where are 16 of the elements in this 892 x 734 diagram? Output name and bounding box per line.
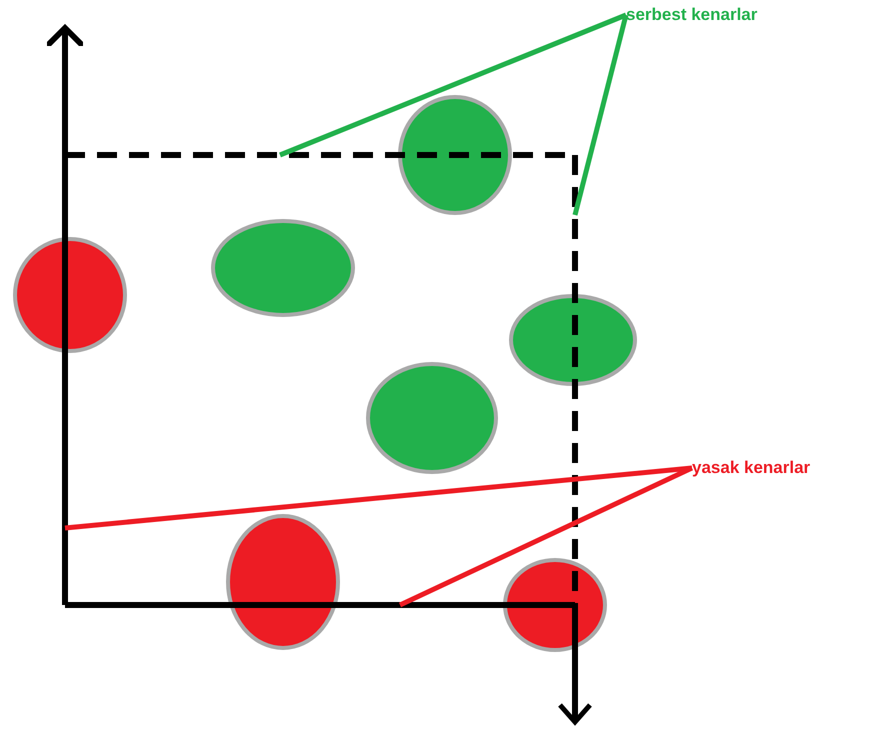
callout-label: serbest kenarlar	[626, 5, 758, 25]
callout-label: yasak kenarlar	[692, 458, 810, 478]
blob	[509, 294, 637, 386]
blob	[398, 95, 512, 215]
axis-line	[65, 602, 575, 608]
blob	[503, 558, 607, 652]
blob	[211, 219, 355, 317]
leader-line	[64, 466, 692, 530]
leader-line	[572, 14, 628, 216]
dashed-edge-line	[572, 155, 578, 605]
blob	[226, 514, 340, 650]
blob	[366, 362, 498, 474]
leader-line	[279, 12, 627, 158]
blob	[13, 237, 127, 353]
leader-line	[398, 466, 694, 608]
axis-arrow	[44, 25, 86, 605]
